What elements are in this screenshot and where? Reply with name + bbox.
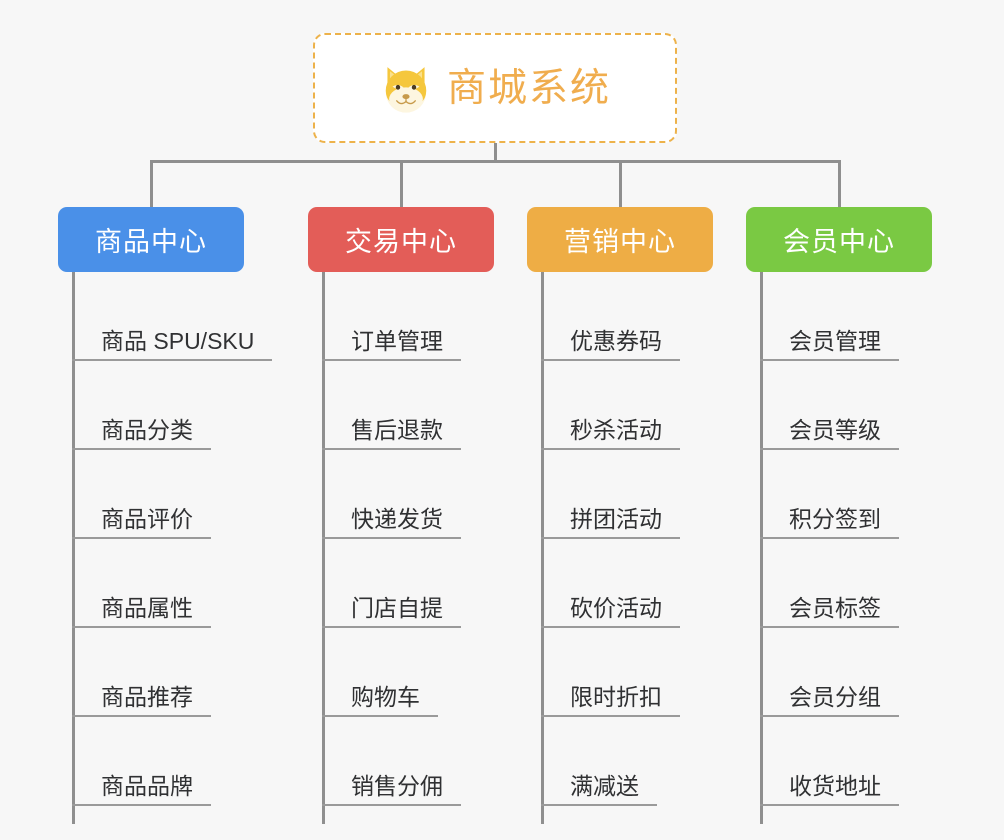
- branch-header-4[interactable]: 会员中心: [746, 207, 932, 272]
- leaf-item[interactable]: 商品评价: [72, 450, 211, 539]
- leaf-item-underline: [322, 448, 461, 450]
- leaf-item-underline: [72, 804, 211, 806]
- leaf-item[interactable]: 商品分类: [72, 361, 211, 450]
- leaf-item-label: 会员等级: [789, 417, 881, 444]
- branch-header-1-label: 商品中心: [95, 227, 207, 257]
- leaf-item[interactable]: 快递发货: [322, 450, 461, 539]
- leaf-item-label: 会员标签: [789, 595, 881, 622]
- connector-horizontal-bus: [150, 160, 841, 163]
- leaf-item-underline: [760, 804, 899, 806]
- leaf-item-label: 限时折扣: [570, 684, 662, 711]
- leaf-item-label: 商品属性: [101, 595, 193, 622]
- leaf-item-label: 优惠券码: [570, 328, 662, 355]
- leaf-item-underline: [322, 537, 461, 539]
- leaf-item-underline: [760, 359, 899, 361]
- branch-header-1[interactable]: 商品中心: [58, 207, 244, 272]
- leaf-item[interactable]: 会员分组: [760, 628, 899, 717]
- leaf-item-label: 商品推荐: [101, 684, 193, 711]
- connector-drop-4: [838, 160, 841, 208]
- root-title: 商城系统: [446, 66, 611, 110]
- leaf-item-label: 商品品牌: [101, 773, 193, 800]
- leaf-item-underline: [541, 359, 680, 361]
- connector-root-stem: [494, 143, 497, 163]
- leaf-item-label: 快递发货: [351, 506, 443, 533]
- leaf-item-underline: [322, 804, 461, 806]
- leaf-item-underline: [322, 715, 438, 717]
- leaf-item[interactable]: 商品 SPU/SKU: [72, 272, 272, 361]
- leaf-spine-4: [760, 272, 763, 824]
- leaf-item-underline: [322, 626, 461, 628]
- leaf-item[interactable]: 购物车: [322, 628, 438, 717]
- leaf-item-label: 会员管理: [789, 328, 881, 355]
- leaf-spine-1: [72, 272, 75, 824]
- leaf-item-underline: [760, 626, 899, 628]
- branch-header-3[interactable]: 营销中心: [527, 207, 713, 272]
- leaf-item[interactable]: 满减送: [541, 717, 657, 806]
- leaf-item[interactable]: 售后退款: [322, 361, 461, 450]
- leaf-item-label: 满减送: [570, 773, 639, 800]
- leaf-item-underline: [72, 359, 272, 361]
- leaf-item[interactable]: 收货地址: [760, 717, 899, 806]
- leaf-item[interactable]: 优惠券码: [541, 272, 680, 361]
- leaf-item[interactable]: 商品品牌: [72, 717, 211, 806]
- leaf-item[interactable]: 砍价活动: [541, 539, 680, 628]
- leaf-item-label: 收货地址: [789, 773, 881, 800]
- leaf-item-underline: [72, 537, 211, 539]
- leaf-item[interactable]: 商品属性: [72, 539, 211, 628]
- leaf-spine-2: [322, 272, 325, 824]
- leaf-item[interactable]: 门店自提: [322, 539, 461, 628]
- leaf-item-underline: [541, 448, 680, 450]
- leaf-item-label: 积分签到: [789, 506, 881, 533]
- leaf-item-label: 销售分佣: [351, 773, 443, 800]
- leaf-item-label: 秒杀活动: [570, 417, 662, 444]
- leaf-item-label: 商品 SPU/SKU: [101, 328, 255, 355]
- leaf-item[interactable]: 积分签到: [760, 450, 899, 539]
- leaf-item-label: 会员分组: [789, 684, 881, 711]
- leaf-item-label: 商品评价: [101, 506, 193, 533]
- leaf-item[interactable]: 会员标签: [760, 539, 899, 628]
- branch-header-2-label: 交易中心: [345, 227, 457, 257]
- leaf-item[interactable]: 商品推荐: [72, 628, 211, 717]
- leaf-item-underline: [760, 537, 899, 539]
- connector-drop-3: [619, 160, 622, 208]
- leaf-item[interactable]: 限时折扣: [541, 628, 680, 717]
- leaf-item-underline: [760, 715, 899, 717]
- leaf-item[interactable]: 销售分佣: [322, 717, 461, 806]
- branch-header-2[interactable]: 交易中心: [308, 207, 494, 272]
- leaf-spine-3: [541, 272, 544, 824]
- shiba-dog-face-icon: [379, 62, 433, 116]
- leaf-item-label: 拼团活动: [570, 506, 662, 533]
- leaf-item-label: 订单管理: [351, 328, 443, 355]
- leaf-item-label: 购物车: [351, 684, 420, 711]
- leaf-item-label: 售后退款: [351, 417, 443, 444]
- leaf-item[interactable]: 秒杀活动: [541, 361, 680, 450]
- connector-drop-1: [150, 160, 153, 208]
- leaf-item-underline: [541, 804, 657, 806]
- leaf-item-label: 门店自提: [351, 595, 443, 622]
- leaf-item-underline: [541, 715, 680, 717]
- leaf-item-underline: [322, 359, 461, 361]
- leaf-item[interactable]: 订单管理: [322, 272, 461, 361]
- leaf-item-label: 商品分类: [101, 417, 193, 444]
- root-node[interactable]: 商城系统: [313, 33, 677, 143]
- leaf-item[interactable]: 会员管理: [760, 272, 899, 361]
- leaf-item[interactable]: 会员等级: [760, 361, 899, 450]
- leaf-item-underline: [72, 626, 211, 628]
- leaf-item-underline: [760, 448, 899, 450]
- leaf-item-underline: [72, 715, 211, 717]
- leaf-item-underline: [541, 626, 680, 628]
- branch-header-4-label: 会员中心: [783, 227, 895, 257]
- connector-drop-2: [400, 160, 403, 208]
- leaf-item-label: 砍价活动: [570, 595, 662, 622]
- leaf-item[interactable]: 拼团活动: [541, 450, 680, 539]
- leaf-item-underline: [72, 448, 211, 450]
- branch-header-3-label: 营销中心: [564, 227, 676, 257]
- leaf-item-underline: [541, 537, 680, 539]
